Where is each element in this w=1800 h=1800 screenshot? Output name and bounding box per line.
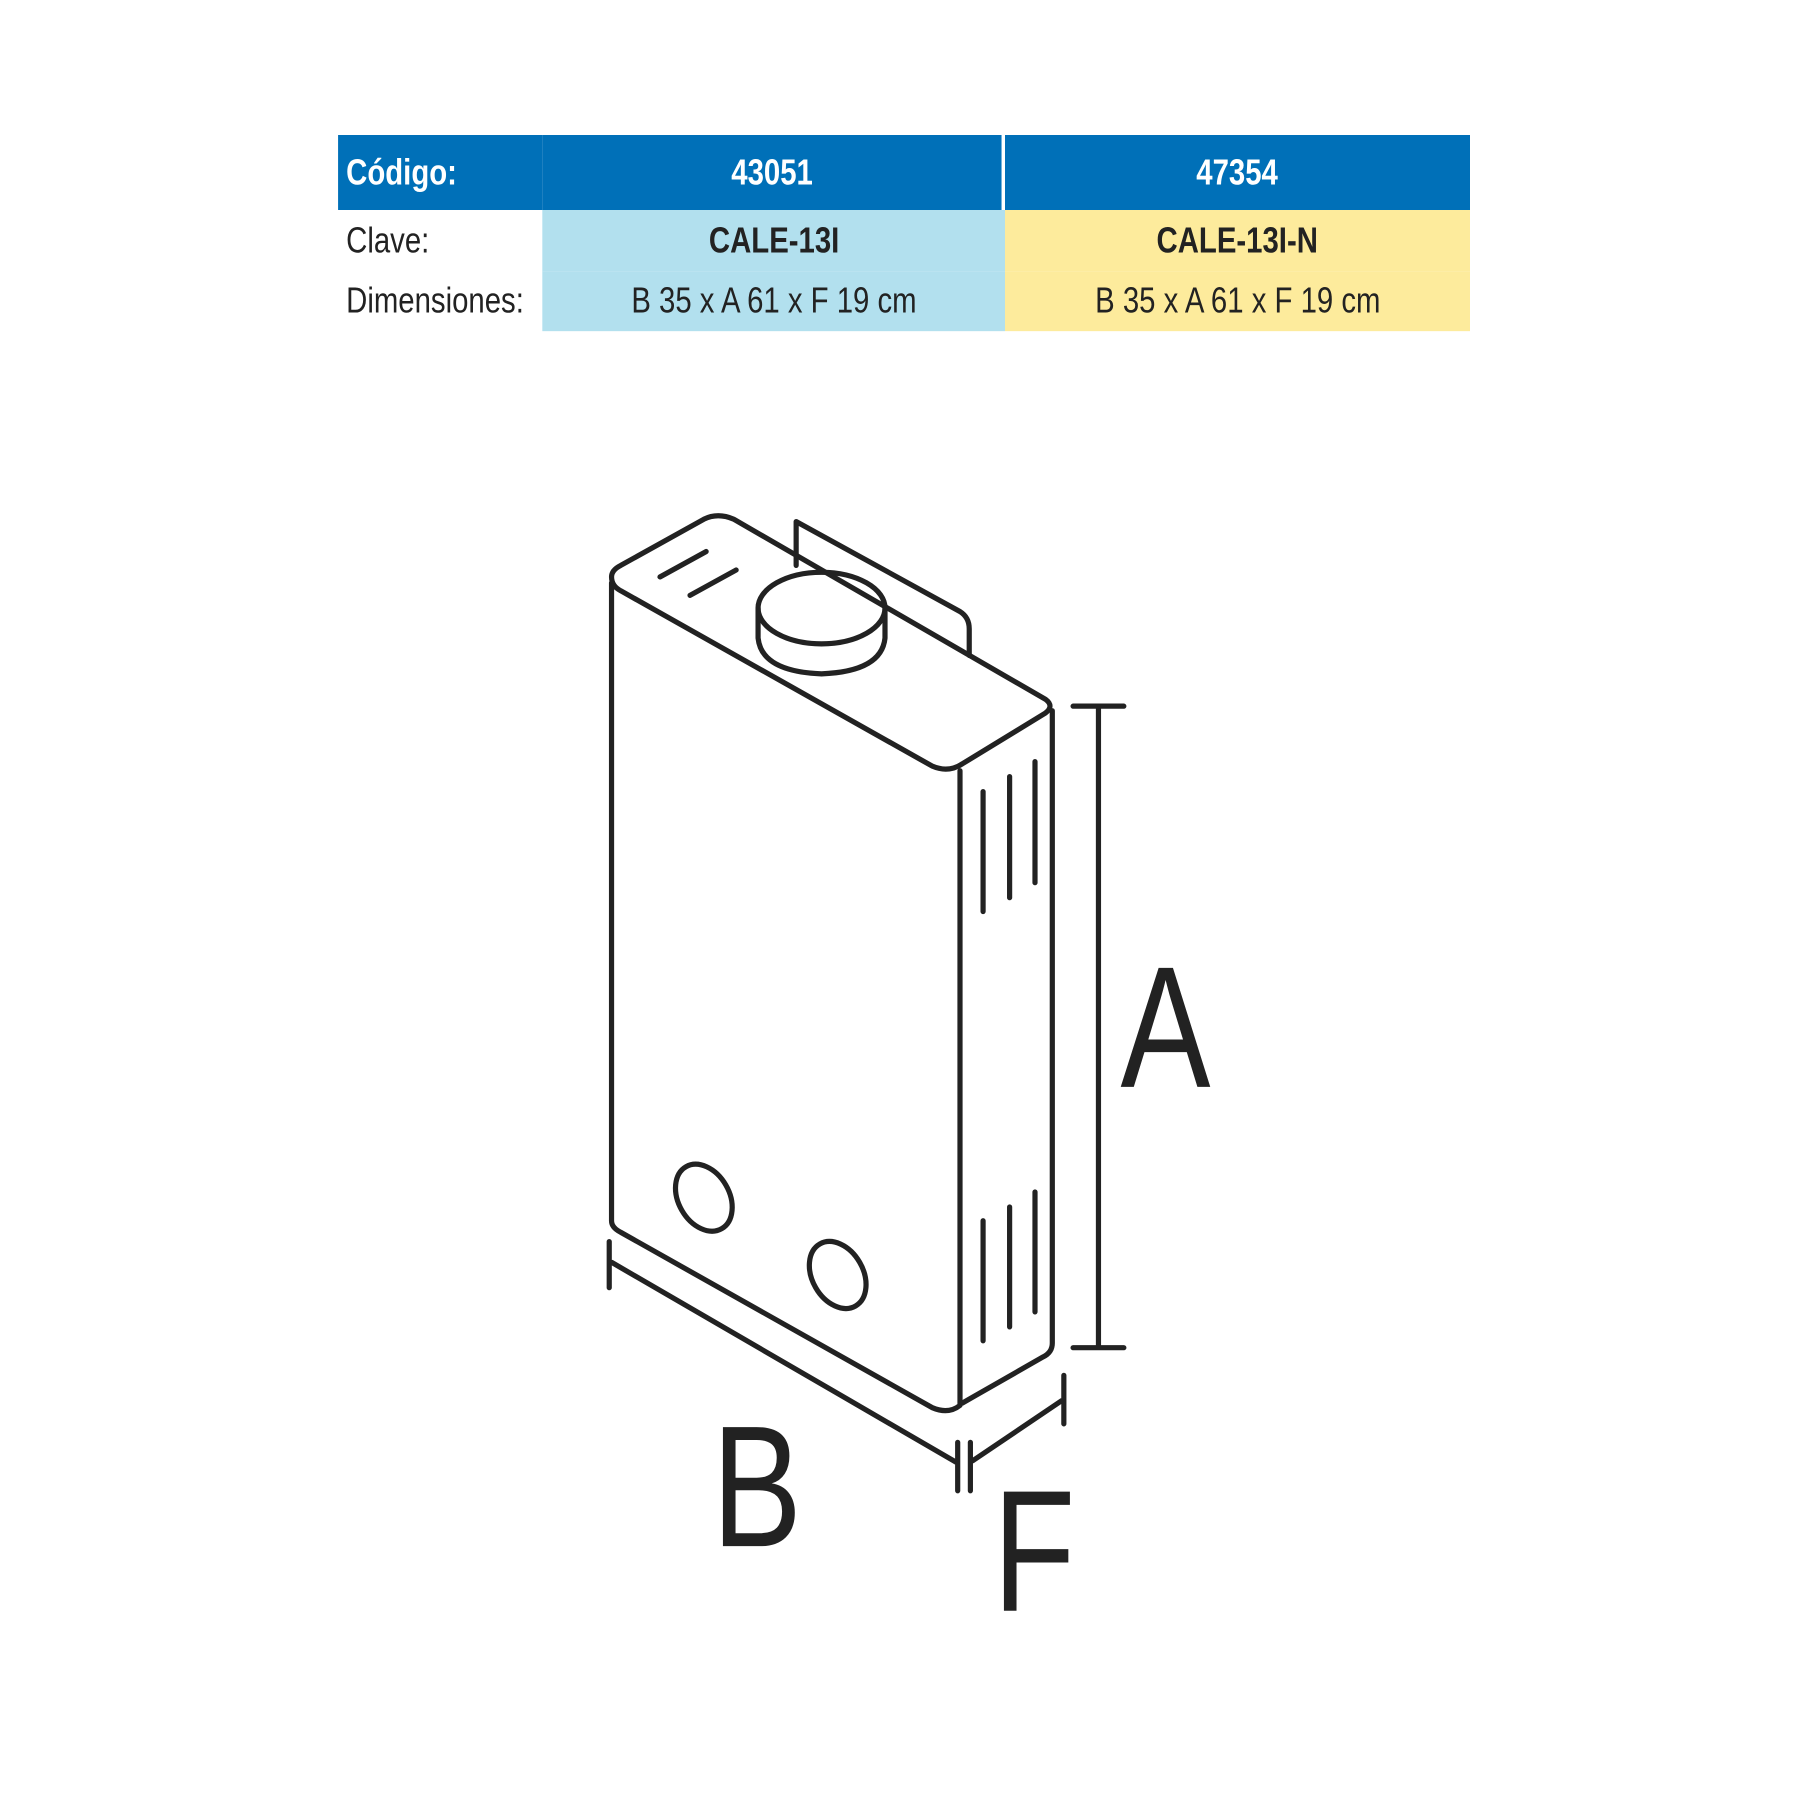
codigo-col1: 43051 (542, 134, 1005, 210)
value-text: CALE-13I-N (1156, 219, 1319, 261)
side-vents (980, 758, 1038, 1344)
dimension-line-b (606, 1238, 961, 1494)
clave-col1: CALE-13I (542, 209, 1005, 272)
value-text: B 35 x A 61 x F 19 cm (630, 280, 917, 321)
top-vent (657, 548, 739, 598)
label-a: A (1120, 930, 1210, 1124)
dimensiones-col2: B 35 x A 61 x F 19 cm (1004, 271, 1470, 332)
label-text: Clave: (346, 219, 430, 261)
port-2 (806, 1238, 869, 1312)
value-text: 47354 (1196, 151, 1279, 193)
value-text: 43051 (731, 151, 813, 193)
table-header-row: Código: 43051 47354 (338, 134, 1470, 210)
dimensiones-label: Dimensiones: (338, 271, 542, 331)
dimension-line-f (967, 1372, 1067, 1494)
top-face (608, 513, 1053, 772)
side-face (959, 708, 1055, 1406)
label-text: Código: (346, 151, 457, 193)
label-text: Dimensiones: (346, 280, 524, 321)
mounting-plate (793, 518, 972, 658)
label-f: F (993, 1454, 1075, 1648)
flue-side (755, 605, 888, 677)
label-b: B (712, 1389, 802, 1583)
front-face (608, 580, 963, 1414)
value-text: CALE-13I (708, 219, 839, 261)
codigo-col2: 47354 (1004, 134, 1470, 210)
port-1 (672, 1161, 735, 1234)
clave-col2: CALE-13I-N (1004, 209, 1470, 272)
codigo-label: Código: (338, 134, 543, 210)
dimensiones-col1: B 35 x A 61 x F 19 cm (542, 271, 1005, 332)
value-text: B 35 x A 61 x F 19 cm (1094, 280, 1381, 321)
dimension-line-a (1070, 703, 1127, 1351)
table-row: Clave: CALE-13I CALE-13I-N (338, 209, 1470, 272)
table-row: Dimensiones: B 35 x A 61 x F 19 cm B 35 … (338, 271, 1470, 332)
spec-table: Código: 43051 47354 Clave: CALE-13I CALE… (338, 134, 1470, 332)
flue-top (755, 569, 888, 647)
clave-label: Clave: (338, 210, 542, 271)
